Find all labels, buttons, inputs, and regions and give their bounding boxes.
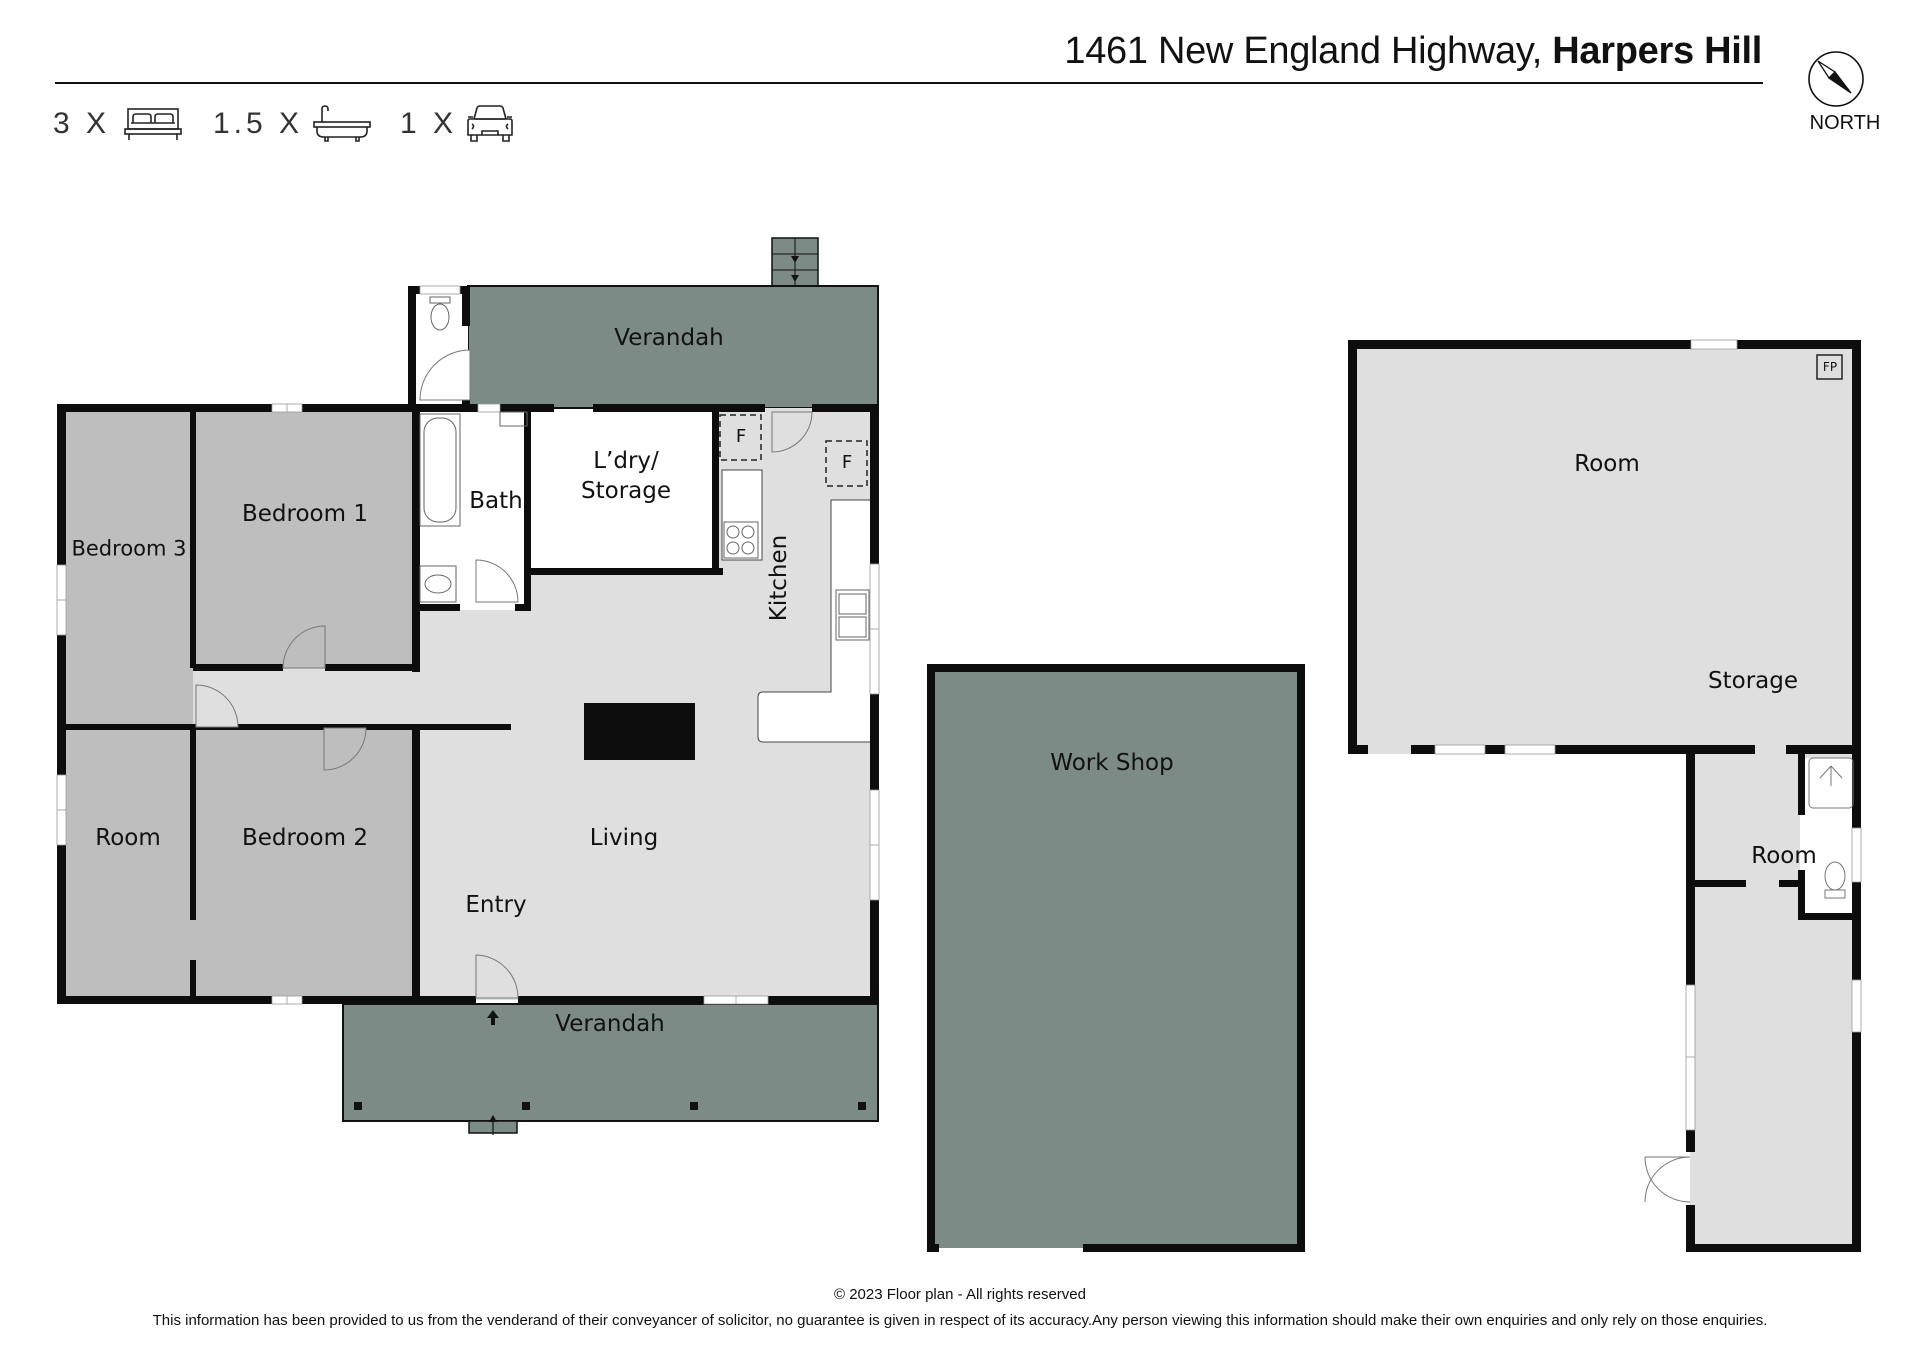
amenity-bathrooms: 1.5 X <box>213 104 371 144</box>
verandah-front-area <box>342 1003 879 1122</box>
label-room-west: Room <box>95 825 161 852</box>
label-laundry-line1: L’dry/ <box>593 448 659 474</box>
amenity-bedrooms: 3 X <box>53 104 182 144</box>
outbuilding-fixtures <box>1644 757 1854 1203</box>
outbuilding-area <box>1352 344 1857 1248</box>
sink-icon <box>835 589 870 641</box>
shower-icon <box>1808 757 1854 809</box>
bedroom3-area <box>63 412 193 728</box>
property-address: 1461 New England Highway, Harpers Hill <box>0 30 1762 73</box>
bedroom2-area <box>193 728 416 1000</box>
workshop-area <box>931 668 1300 1248</box>
entry-arrow-icon <box>487 1010 499 1025</box>
label-bedroom3: Bedroom 3 <box>71 536 187 561</box>
basin-fixture <box>419 565 457 603</box>
address-suburb: Harpers Hill <box>1552 30 1762 72</box>
label-room-large: Room <box>1574 451 1640 478</box>
room-west-area <box>63 728 193 1000</box>
bathtub-fixture <box>419 413 461 527</box>
verandah-posts <box>354 1102 866 1110</box>
workshop-walls <box>927 664 1305 1252</box>
bed-icon <box>124 108 182 140</box>
kitchen-bench-sink <box>757 499 873 743</box>
label-bedroom2: Bedroom 2 <box>242 825 368 852</box>
compass-north-label: NORTH <box>1809 112 1881 134</box>
label-workshop: Work Shop <box>1050 750 1174 777</box>
parking-count: 1 X <box>400 107 458 140</box>
fireplace-icon <box>1816 354 1843 380</box>
bedroom1-area <box>193 412 416 668</box>
car-icon <box>467 105 513 142</box>
rear-steps <box>771 237 819 287</box>
verandah-rear-area <box>467 285 879 409</box>
amenity-parking: 1 X <box>400 104 513 144</box>
outbuilding-walls <box>1348 340 1861 1252</box>
bathroom-count: 1.5 X <box>213 107 304 140</box>
label-kitchen: Kitchen <box>766 534 793 622</box>
doors <box>195 349 813 999</box>
kitchen-bench-cooktop <box>721 469 763 561</box>
label-fireplace: FP <box>1822 359 1838 374</box>
main-walls <box>57 286 879 1004</box>
header-divider <box>55 82 1763 84</box>
label-storage: Storage <box>1708 668 1798 695</box>
laundry-area <box>531 412 716 573</box>
living-kitchen-area <box>193 408 874 1000</box>
label-verandah-front: Verandah <box>555 1011 665 1038</box>
label-verandah-rear: Verandah <box>614 325 724 352</box>
compass-icon <box>1808 51 1864 107</box>
label-laundry-line2: Storage <box>581 478 671 504</box>
bedroom-count: 3 X <box>53 107 111 140</box>
fixtures <box>419 296 870 641</box>
outbuilding-windows <box>1434 339 1862 1131</box>
windows <box>56 285 880 1005</box>
copyright-notice: © 2023 Floor plan - All rights reserved <box>833 1286 1086 1303</box>
fridge-spaces <box>719 414 868 487</box>
label-room-annex: Room <box>1751 843 1817 870</box>
label-fridge-2: F <box>841 452 853 474</box>
toilet-icon <box>430 303 450 331</box>
disclaimer: This information has been provided to us… <box>152 1312 1768 1329</box>
cooktop-icon <box>723 521 759 559</box>
label-laundry: L’dry/ Storage <box>581 446 671 506</box>
bathtub-icon <box>313 105 371 142</box>
label-bath: Bath <box>469 488 523 515</box>
address-street: 1461 New England Highway, <box>1064 30 1543 72</box>
kitchen-island <box>584 703 695 760</box>
front-steps <box>468 1115 518 1135</box>
label-bedroom1: Bedroom 1 <box>242 501 368 528</box>
label-fridge-1: F <box>735 426 747 448</box>
label-entry: Entry <box>465 892 527 919</box>
label-living: Living <box>589 825 659 852</box>
